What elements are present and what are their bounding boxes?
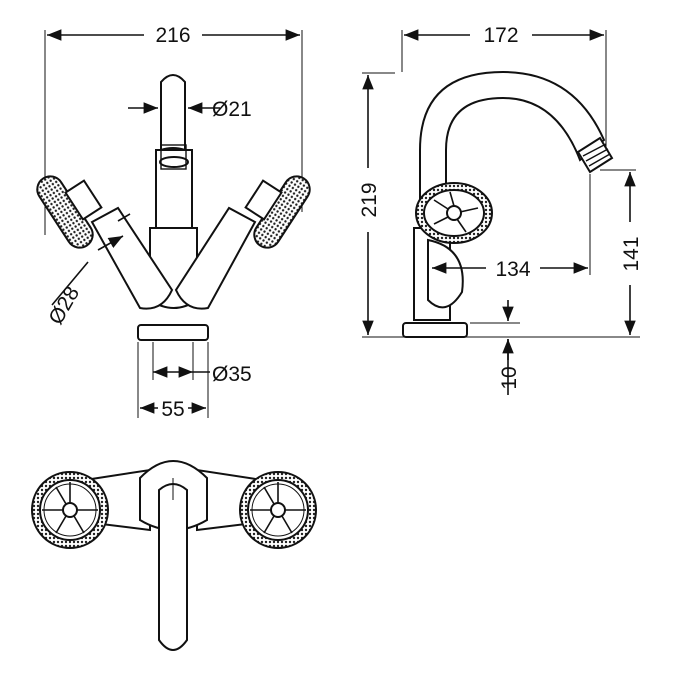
base-width-55-label: 55 xyxy=(161,398,184,421)
side-handle-wheel xyxy=(415,182,493,244)
side-view: 172 219 141 134 xyxy=(358,24,643,395)
handle-diameter-28-label: Ø28 xyxy=(44,283,84,329)
spout-outlet xyxy=(159,156,189,168)
top-left-handle-wheel xyxy=(31,471,109,549)
reach-172-label: 172 xyxy=(483,24,518,47)
right-handle-wheel xyxy=(244,175,311,249)
base-thickness-10-label: 10 xyxy=(498,366,521,389)
spout-height-141-label: 141 xyxy=(620,236,643,271)
spout-nozzle xyxy=(576,136,614,174)
spout-top xyxy=(160,74,186,152)
left-arm xyxy=(90,206,174,310)
swan-neck-spout xyxy=(419,70,606,229)
nozzle-hatch xyxy=(582,143,611,167)
dim-28-leader xyxy=(51,261,89,306)
top-right-spokes xyxy=(250,482,306,534)
width-216-label: 216 xyxy=(155,24,190,47)
top-right-handle-wheel xyxy=(239,471,317,549)
front-view: 216 Ø21 Ø28 xyxy=(36,24,311,421)
base-plate xyxy=(137,324,209,341)
height-219-label: 219 xyxy=(358,182,381,217)
top-left-spokes xyxy=(42,482,98,534)
left-handle-wheel xyxy=(36,175,103,249)
spout-diameter-21-label: Ø21 xyxy=(212,98,252,121)
top-view xyxy=(31,460,317,651)
spout-reach-134-label: 134 xyxy=(495,258,530,281)
dim-28-ext1 xyxy=(117,213,131,222)
dim-28-arrow-a xyxy=(97,235,124,251)
outlet-aerator xyxy=(160,144,187,170)
base-diameter-35-label: Ø35 xyxy=(212,363,252,386)
wheel-spokes xyxy=(433,191,479,233)
right-arm xyxy=(174,206,257,310)
side-lever xyxy=(427,238,464,309)
side-base-plate xyxy=(402,322,468,338)
top-spout xyxy=(158,483,188,651)
